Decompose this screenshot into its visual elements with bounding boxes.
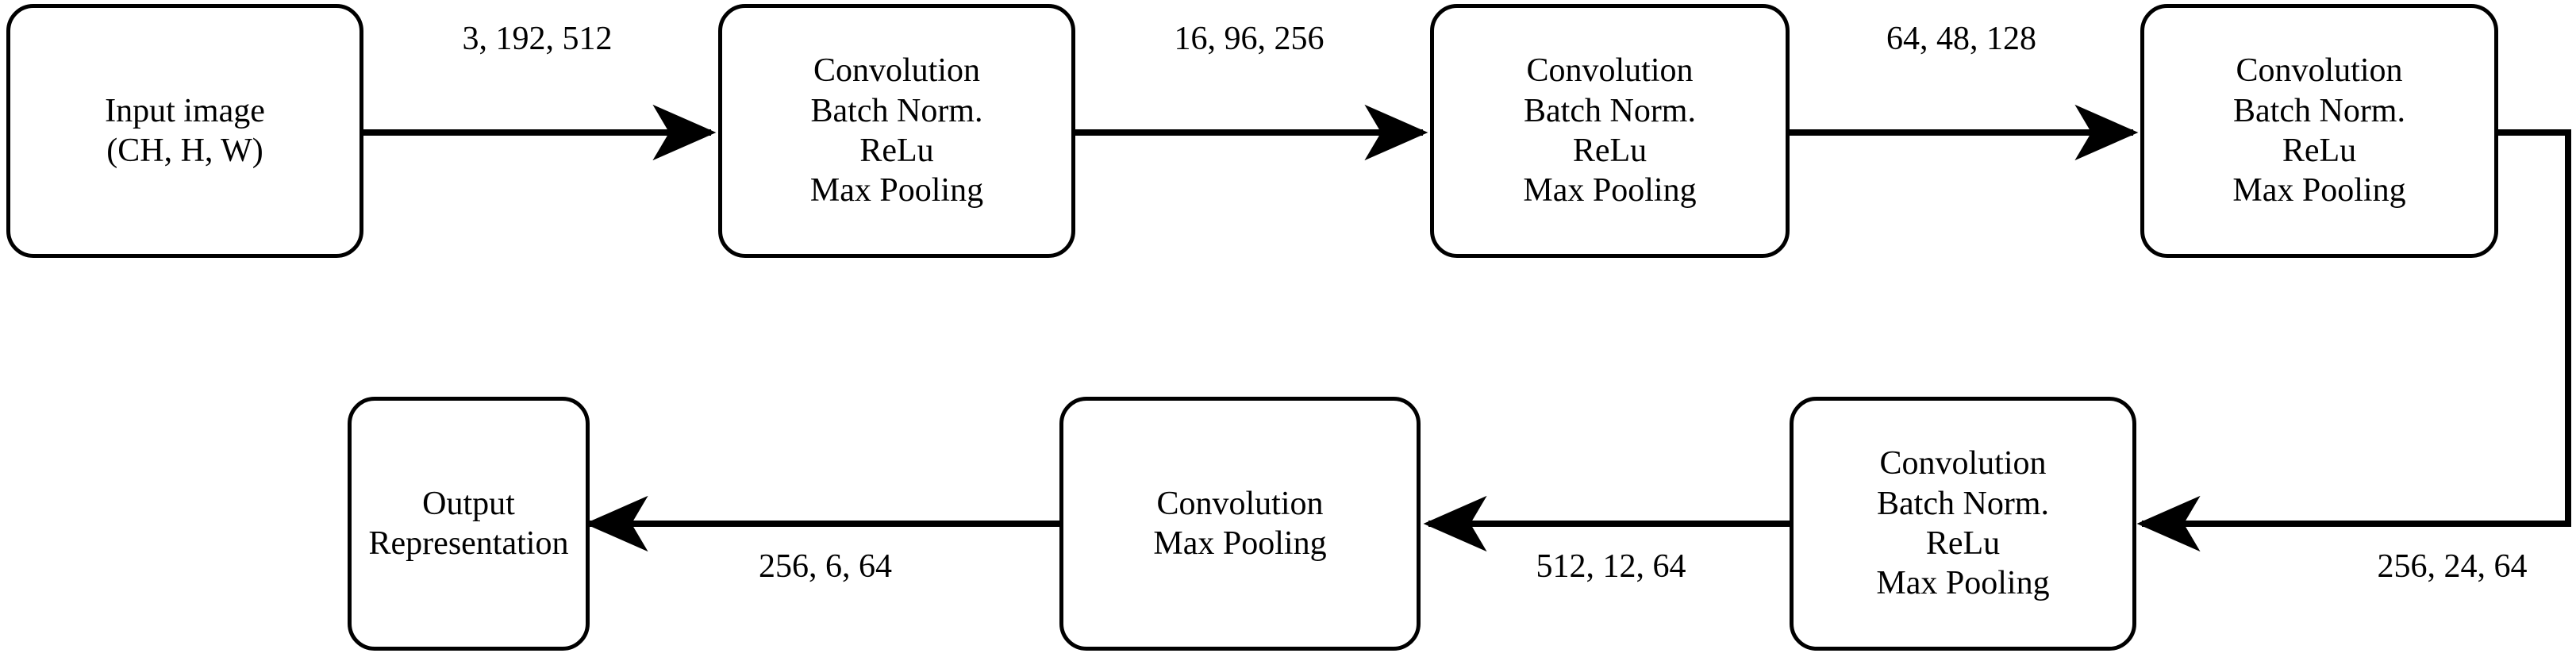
node-conv-block-4-line-3: ReLu (1925, 525, 2001, 562)
node-conv-block-1-line-4: Max Pooling (809, 172, 984, 209)
node-input-image-line-2: (CH, H, W) (106, 133, 263, 169)
node-conv-block-3-line-2: Batch Norm. (2233, 92, 2405, 129)
node-conv-block-2-line-2: Batch Norm. (1524, 92, 1696, 129)
node-conv-block-4-line-4: Max Pooling (1876, 565, 2050, 602)
node-output-representation-line-1: Output (422, 485, 515, 522)
edge-conv3-to-conv4-wrap (2136, 129, 2571, 552)
edge-label-conv3-to-conv4: 256, 24, 64 (2377, 548, 2528, 585)
node-conv-block-2-line-3: ReLu (1572, 133, 1647, 169)
node-conv-block-4[interactable]: Convolution Batch Norm. ReLu Max Pooling (1790, 397, 2136, 651)
node-conv-block-1[interactable]: Convolution Batch Norm. ReLu Max Pooling (718, 4, 1075, 258)
edge-label-conv4-to-conv5: 512, 12, 64 (1536, 548, 1686, 585)
node-input-image[interactable]: Input image (CH, H, W) (6, 4, 363, 258)
node-input-image-line-1: Input image (105, 92, 265, 129)
node-conv-block-2-line-1: Convolution (1526, 52, 1694, 90)
node-conv-block-2-line-4: Max Pooling (1523, 172, 1697, 209)
node-output-representation-line-2: Representation (368, 525, 569, 562)
node-conv-block-1-line-3: ReLu (859, 133, 934, 169)
node-conv-block-3[interactable]: Convolution Batch Norm. ReLu Max Pooling (2140, 4, 2498, 258)
node-conv-block-2[interactable]: Convolution Batch Norm. ReLu Max Pooling (1430, 4, 1790, 258)
node-conv-block-4-line-1: Convolution (1879, 445, 2047, 482)
node-conv-block-3-line-1: Convolution (2236, 52, 2403, 90)
node-conv-block-1-line-2: Batch Norm. (810, 92, 983, 129)
node-conv-block-5-line-1: Convolution (1156, 485, 1324, 522)
edge-label-conv2-to-conv3: 64, 48, 128 (1886, 21, 2036, 57)
node-conv-block-5-line-2: Max Pooling (1153, 525, 1327, 562)
edge-label-conv5-to-output: 256, 6, 64 (759, 548, 892, 585)
node-conv-block-1-line-1: Convolution (813, 52, 981, 90)
node-conv-block-4-line-2: Batch Norm. (1877, 485, 2049, 522)
edge-label-conv1-to-conv2: 16, 96, 256 (1174, 21, 1325, 57)
node-output-representation[interactable]: Output Representation (348, 397, 590, 651)
node-conv-block-3-line-3: ReLu (2282, 133, 2357, 169)
node-conv-block-3-line-4: Max Pooling (2232, 172, 2406, 209)
edge-label-input-to-conv1: 3, 192, 512 (462, 21, 613, 57)
node-conv-block-5[interactable]: Convolution Max Pooling (1059, 397, 1421, 651)
